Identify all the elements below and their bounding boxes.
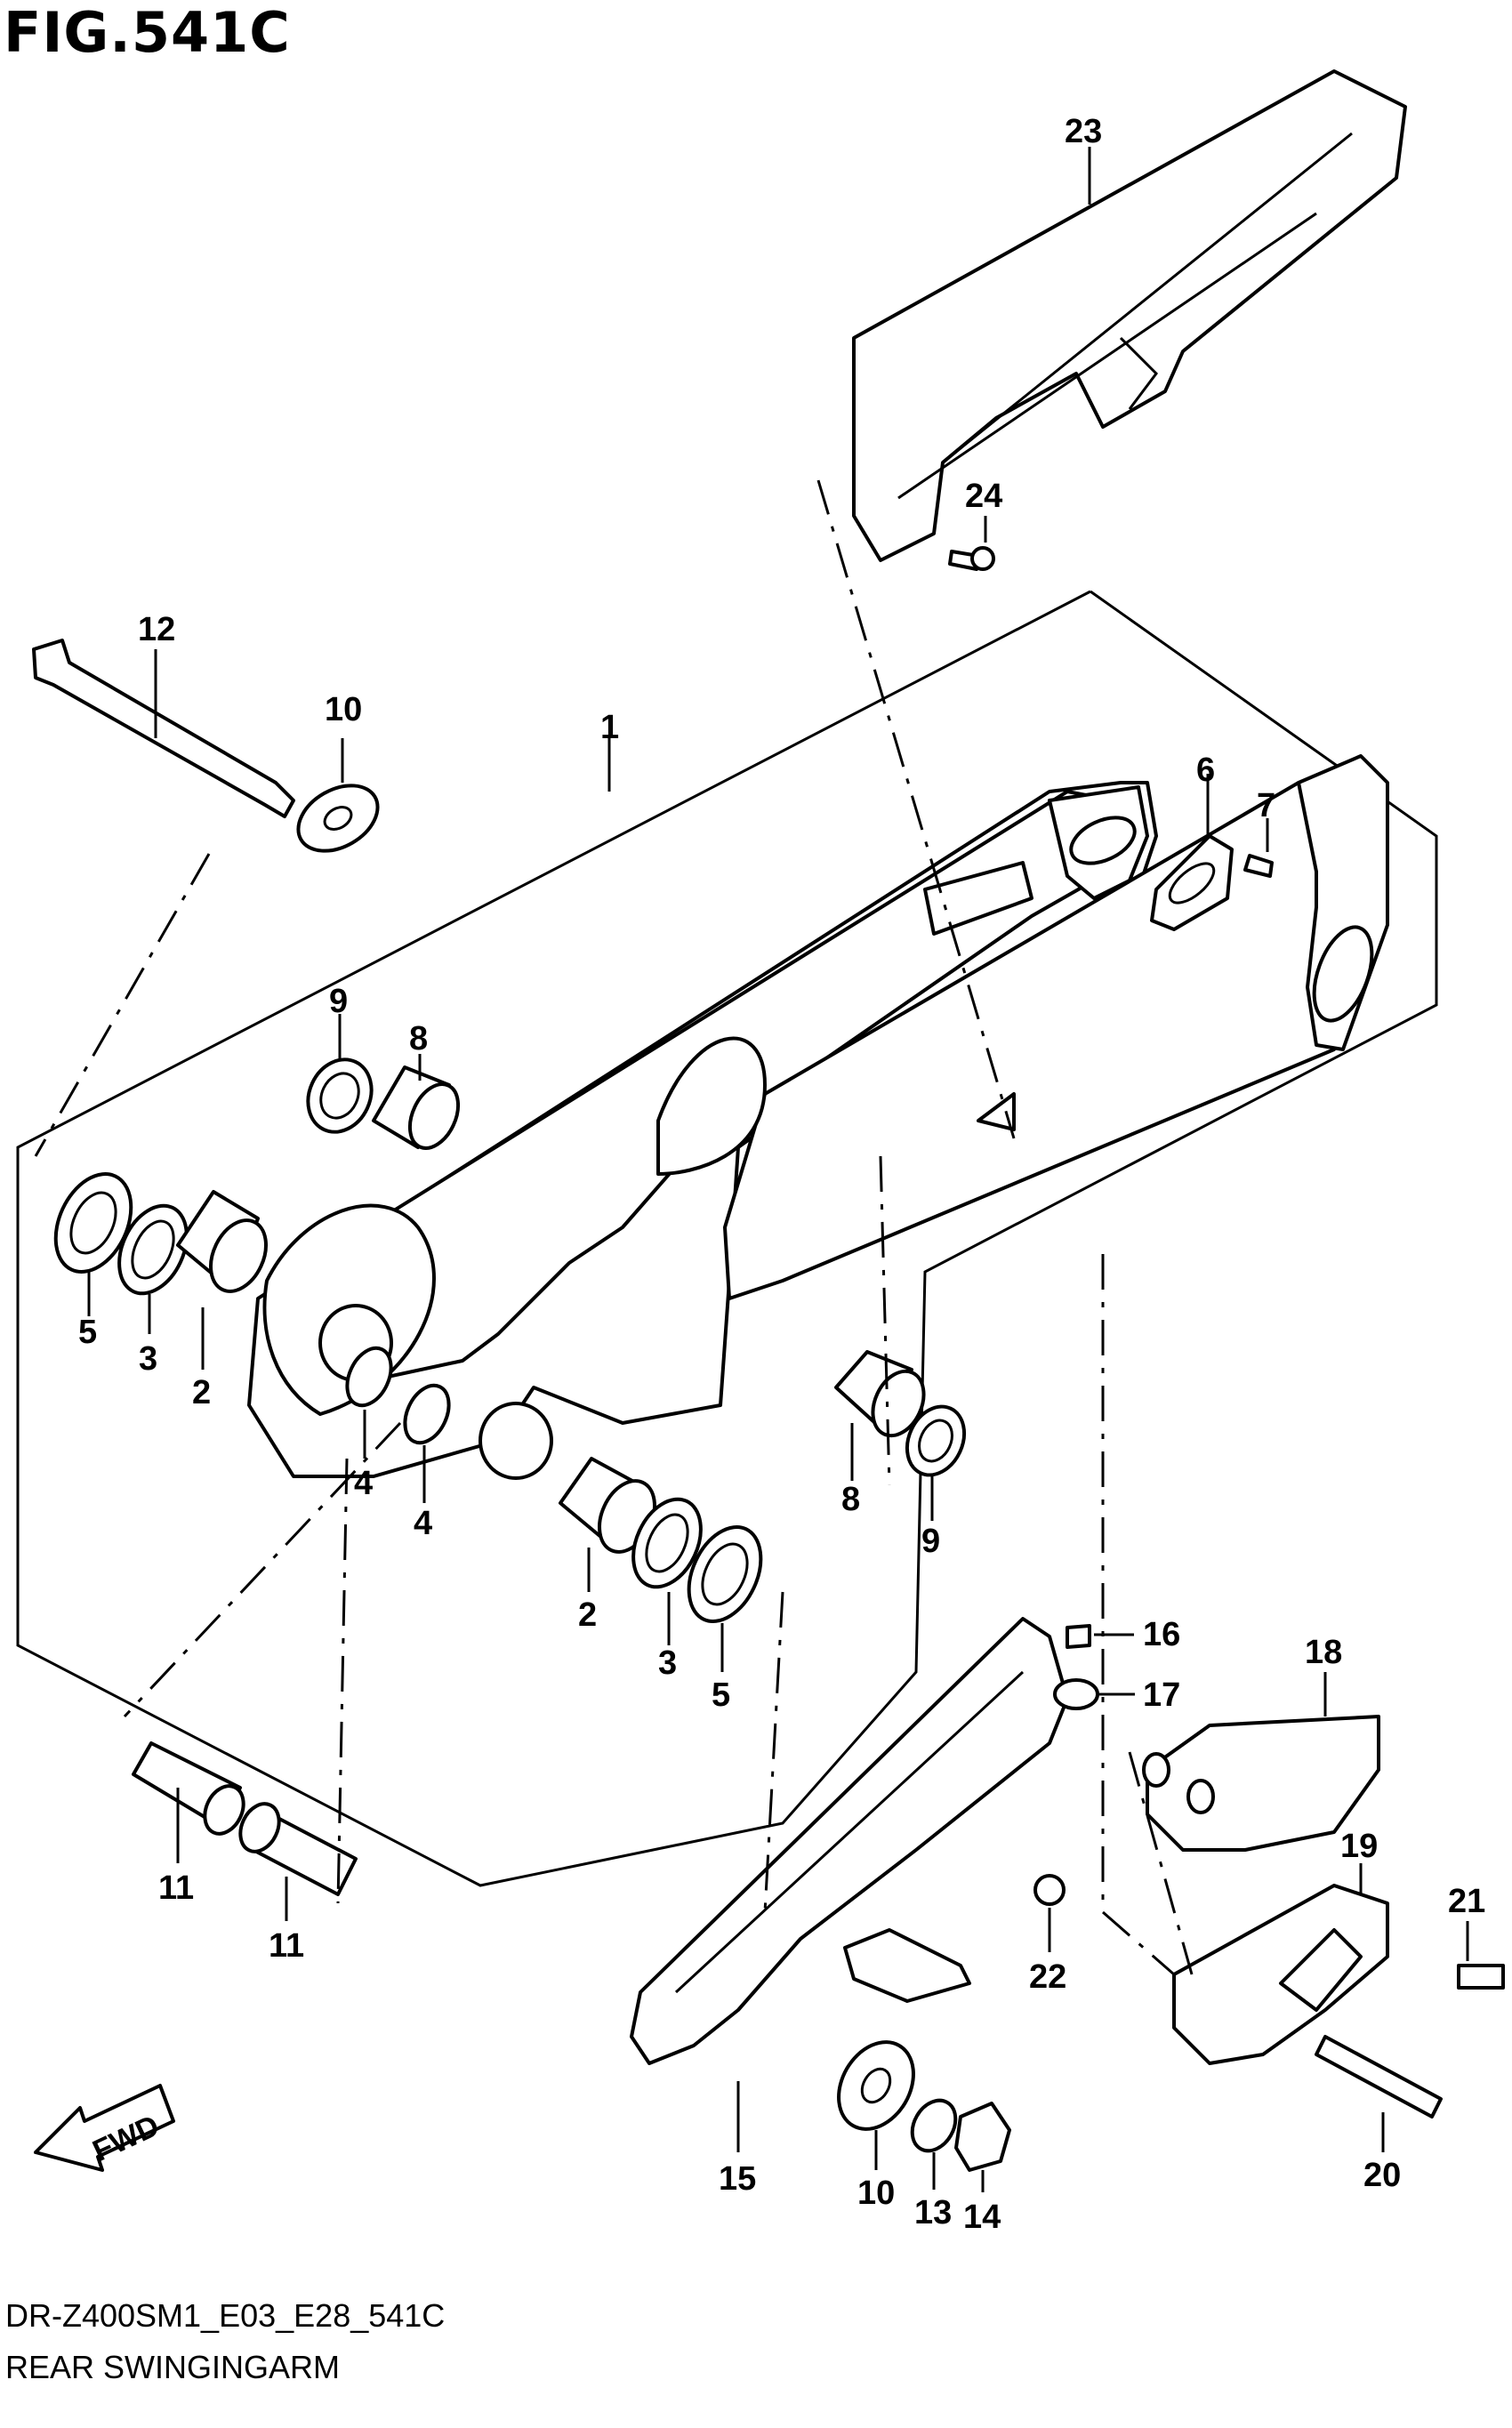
model-code: DR-Z400SM1_E03_E28_541C xyxy=(5,2297,446,2334)
spacer-11b xyxy=(238,1802,358,1896)
callout-4a: 4 xyxy=(354,1465,373,1502)
callout-20: 20 xyxy=(1363,2157,1401,2194)
bearing-8-upper xyxy=(372,1065,461,1150)
callout-21: 21 xyxy=(1448,1883,1485,1920)
washer-3-left xyxy=(117,1203,189,1296)
callout-11a: 11 xyxy=(158,1869,194,1907)
figure-title: FIG.541C xyxy=(4,0,291,65)
callout-6: 6 xyxy=(1196,752,1215,789)
collar-4b xyxy=(403,1383,451,1445)
callout-18: 18 xyxy=(1305,1634,1342,1671)
collar-4a xyxy=(345,1346,393,1408)
callout-24: 24 xyxy=(965,478,1002,515)
chain-slider xyxy=(630,1617,1069,2065)
fwd-arrow: FWD xyxy=(34,2084,175,2172)
washer-13 xyxy=(910,2098,958,2153)
chain-guide-18 xyxy=(1142,1715,1380,1852)
washer-3-right xyxy=(631,1497,703,1589)
callout-1: 1 xyxy=(600,709,619,746)
callout-3-right: 3 xyxy=(658,1644,677,1682)
washer-10 xyxy=(296,784,380,853)
callout-15: 15 xyxy=(719,2160,756,2198)
callout-14: 14 xyxy=(963,2199,1001,2236)
bolt-16 xyxy=(1066,1624,1091,1649)
callout-13: 13 xyxy=(914,2194,952,2231)
callout-2-right: 2 xyxy=(578,1596,597,1634)
washer-17 xyxy=(1053,1678,1099,1710)
pivot-shaft xyxy=(32,639,295,818)
nut-14 xyxy=(954,2102,1011,2172)
callout-16: 16 xyxy=(1143,1616,1180,1653)
callout-9-right: 9 xyxy=(921,1523,940,1560)
callout-2-left: 2 xyxy=(192,1374,211,1411)
callout-3-left: 3 xyxy=(139,1340,157,1378)
washer-10-lower xyxy=(837,2040,915,2131)
bolt-24 xyxy=(948,546,995,571)
swingarm-body xyxy=(247,754,1389,1480)
callout-22: 22 xyxy=(1029,1958,1066,1996)
callout-9-upper: 9 xyxy=(329,983,348,1020)
callout-7: 7 xyxy=(1257,787,1275,824)
guide-plate-19 xyxy=(1172,1884,1389,2065)
callout-5-right: 5 xyxy=(712,1676,730,1714)
seal-9-right xyxy=(905,1404,967,1477)
callout-17: 17 xyxy=(1143,1676,1180,1714)
bearing-2-left xyxy=(176,1190,268,1293)
callout-10-lower: 10 xyxy=(857,2175,895,2212)
spacer-11a xyxy=(132,1741,245,1836)
callout-4b: 4 xyxy=(414,1505,432,1542)
callout-19: 19 xyxy=(1340,1828,1378,1865)
callout-8-right: 8 xyxy=(841,1481,860,1518)
seal-9-upper xyxy=(306,1057,374,1134)
callout-23: 23 xyxy=(1065,113,1102,150)
callout-12: 12 xyxy=(138,611,175,648)
nut-22 xyxy=(1033,1874,1066,1906)
bolt-20 xyxy=(1315,2035,1443,2118)
figure-name: REAR SWINGINGARM xyxy=(5,2349,341,2385)
callout-10-upper: 10 xyxy=(325,691,362,728)
callout-11b: 11 xyxy=(269,1927,304,1965)
adjuster-plate xyxy=(1150,834,1274,931)
chain-cover xyxy=(852,69,1407,562)
bolt-21 xyxy=(1457,1964,1505,1990)
assembly-outline xyxy=(16,590,1438,1887)
callout-8-upper: 8 xyxy=(409,1020,428,1057)
callout-5-left: 5 xyxy=(78,1314,97,1351)
